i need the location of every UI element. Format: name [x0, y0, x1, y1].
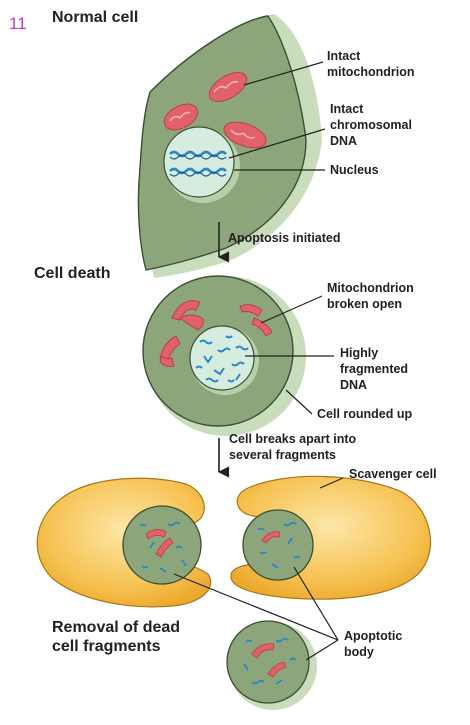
page-number: 11 — [9, 14, 27, 33]
apoptotic-body — [242, 509, 314, 581]
stage-title-normal: Normal cell — [52, 9, 138, 26]
mitochondrion — [223, 121, 267, 149]
apoptotic-body — [122, 505, 202, 585]
dna-fragments — [195, 335, 249, 383]
label-fragmented-dna: Highly fragmented DNA — [340, 346, 412, 392]
dna-strand — [169, 171, 227, 177]
label-apoptotic-body: Apoptotic body — [344, 629, 406, 659]
label-mitochondrion-broken: Mitochondrion broken open — [327, 281, 417, 311]
dna-strand — [169, 150, 227, 158]
broken-mitochondrion — [171, 300, 204, 331]
leader-line — [260, 295, 323, 324]
mitochondrion — [163, 103, 199, 131]
label-breaks-apart: Cell breaks apart into several fragments — [229, 432, 360, 462]
label-scavenger-cell: Scavenger cell — [349, 467, 437, 481]
dying-cell — [142, 275, 306, 436]
leader-line — [305, 639, 339, 661]
leader-line — [319, 477, 344, 489]
leader-line — [228, 128, 326, 159]
apoptotic-body — [226, 620, 317, 710]
broken-mitochondrion — [239, 304, 273, 337]
label-apoptosis-initiated: Apoptosis initiated — [228, 231, 341, 245]
label-intact-dna: Intact chromosomal DNA — [330, 102, 415, 148]
label-nucleus: Nucleus — [330, 163, 379, 177]
broken-mitochondrion — [159, 335, 181, 367]
label-intact-mitochondrion: Intact mitochondrion — [327, 49, 415, 79]
leader-line — [285, 389, 313, 415]
dna-strand — [169, 154, 227, 160]
stage-title-removal: Removal of dead cell fragments — [52, 619, 184, 655]
stage-title-death: Cell death — [34, 265, 110, 282]
nucleus — [163, 126, 235, 198]
leader-line — [173, 573, 339, 641]
dna-strand — [169, 167, 227, 175]
label-cell-rounded: Cell rounded up — [317, 407, 413, 421]
nucleus — [189, 325, 255, 391]
leader-line — [293, 566, 339, 641]
leader-line — [243, 61, 324, 86]
mitochondrion — [208, 71, 248, 103]
